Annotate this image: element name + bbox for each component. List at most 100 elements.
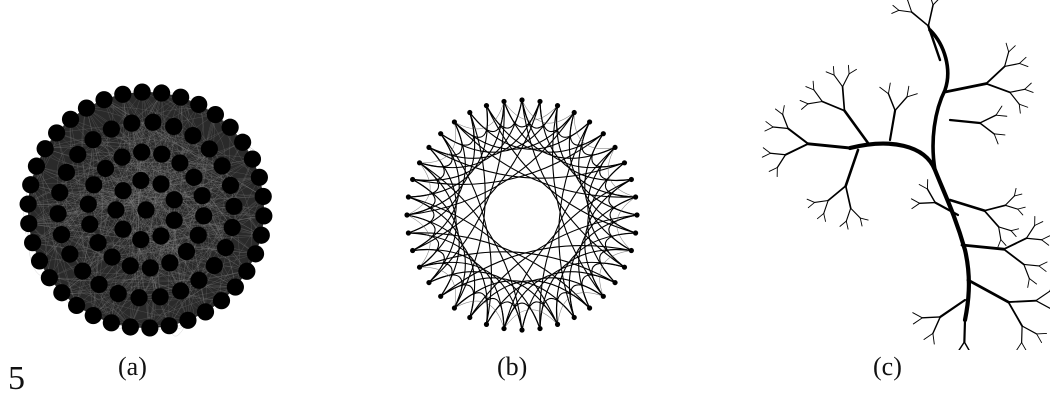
network-node bbox=[205, 256, 223, 275]
network-node bbox=[69, 145, 87, 164]
network-edge bbox=[186, 114, 216, 252]
network-edge bbox=[160, 175, 264, 197]
network-edge bbox=[36, 166, 100, 285]
network-node bbox=[225, 197, 243, 215]
network-node bbox=[95, 91, 113, 109]
lattice-node bbox=[621, 160, 628, 166]
network-edge bbox=[111, 215, 204, 258]
tree-branch bbox=[910, 198, 921, 204]
network-node bbox=[90, 275, 108, 294]
network-edge bbox=[115, 127, 231, 211]
tree-branch bbox=[832, 66, 835, 76]
network-node bbox=[132, 230, 150, 249]
network-edge bbox=[103, 99, 235, 207]
tree-branch bbox=[1025, 224, 1036, 239]
tree-branch bbox=[782, 105, 785, 115]
tree-branch bbox=[1004, 62, 1021, 68]
tree-branch bbox=[912, 317, 923, 325]
tree-branch bbox=[918, 201, 936, 205]
network-node bbox=[216, 239, 235, 257]
network-edge bbox=[86, 108, 200, 281]
lattice-node bbox=[483, 321, 490, 327]
network-edge bbox=[61, 183, 162, 293]
tree-branch bbox=[807, 201, 816, 209]
lattice-edge bbox=[485, 105, 636, 234]
tree-branch bbox=[764, 126, 774, 132]
tree-trunk bbox=[847, 141, 971, 323]
network-edge bbox=[36, 156, 123, 177]
network-edge bbox=[122, 165, 223, 230]
network-edge bbox=[98, 180, 142, 285]
tree-branch bbox=[966, 278, 1010, 304]
lattice-node bbox=[467, 109, 473, 116]
network-node bbox=[57, 163, 76, 181]
tree-branch bbox=[1010, 230, 1017, 237]
network-edge bbox=[86, 108, 151, 268]
network-node bbox=[36, 140, 54, 158]
network-node bbox=[49, 205, 67, 223]
network-edge bbox=[130, 265, 222, 301]
tree-branch bbox=[806, 142, 852, 150]
network-edge bbox=[28, 203, 264, 217]
network-edge bbox=[28, 97, 181, 205]
network-edge bbox=[140, 206, 235, 240]
tree-branch bbox=[906, 85, 910, 98]
tree-branch bbox=[805, 86, 815, 91]
network-node bbox=[161, 254, 179, 272]
network-node bbox=[51, 183, 69, 202]
tree-branch bbox=[776, 154, 787, 169]
network-edge bbox=[103, 99, 264, 197]
network-node bbox=[151, 288, 169, 306]
tree-branch bbox=[839, 220, 847, 227]
lattice-node bbox=[634, 212, 640, 218]
lattice-node bbox=[612, 144, 618, 151]
tree-branch bbox=[823, 212, 826, 222]
lattice-node bbox=[501, 325, 507, 332]
network-edge bbox=[141, 91, 233, 228]
lattice-edge bbox=[454, 300, 505, 329]
network-node bbox=[165, 211, 183, 229]
network-edge bbox=[115, 204, 234, 211]
lattice-node bbox=[554, 103, 561, 109]
network-edge bbox=[57, 213, 187, 252]
tree-branch bbox=[762, 147, 771, 154]
network-node bbox=[152, 175, 170, 193]
network-node bbox=[193, 187, 211, 205]
tree-branch bbox=[1025, 237, 1043, 241]
tree-branch bbox=[1038, 265, 1047, 272]
network-edge bbox=[105, 168, 140, 298]
tree-branch bbox=[879, 86, 889, 95]
lattice-node bbox=[426, 279, 432, 286]
network-node bbox=[20, 214, 38, 233]
network-edge bbox=[56, 139, 94, 193]
network-node bbox=[30, 252, 49, 270]
network-edge bbox=[122, 94, 215, 266]
tree-branch bbox=[995, 105, 1003, 116]
network-node bbox=[221, 118, 239, 136]
network-node bbox=[84, 131, 102, 149]
tree-branch bbox=[768, 167, 778, 172]
tree-branch bbox=[782, 113, 789, 130]
lattice-edge bbox=[599, 250, 632, 297]
caption-a: (a) bbox=[118, 352, 147, 381]
lattice-edge bbox=[419, 162, 523, 331]
network-edge bbox=[141, 152, 256, 254]
lattice-node bbox=[438, 293, 444, 299]
network-edge bbox=[115, 177, 260, 211]
network-edge bbox=[30, 184, 77, 306]
lattice-node bbox=[519, 97, 525, 103]
network-edge bbox=[61, 227, 233, 293]
network-node bbox=[153, 84, 171, 102]
network-edge bbox=[45, 142, 162, 155]
tree-branch bbox=[761, 152, 771, 158]
tree-branch bbox=[1007, 301, 1024, 327]
network-node bbox=[107, 201, 125, 219]
network-node bbox=[165, 117, 183, 136]
tree-branch bbox=[1000, 239, 1007, 246]
network-node bbox=[130, 289, 148, 307]
network-node bbox=[102, 314, 120, 332]
network-edge bbox=[137, 183, 162, 298]
network-node bbox=[153, 145, 171, 163]
tree-branch bbox=[813, 89, 823, 103]
lattice-edge bbox=[428, 146, 625, 179]
